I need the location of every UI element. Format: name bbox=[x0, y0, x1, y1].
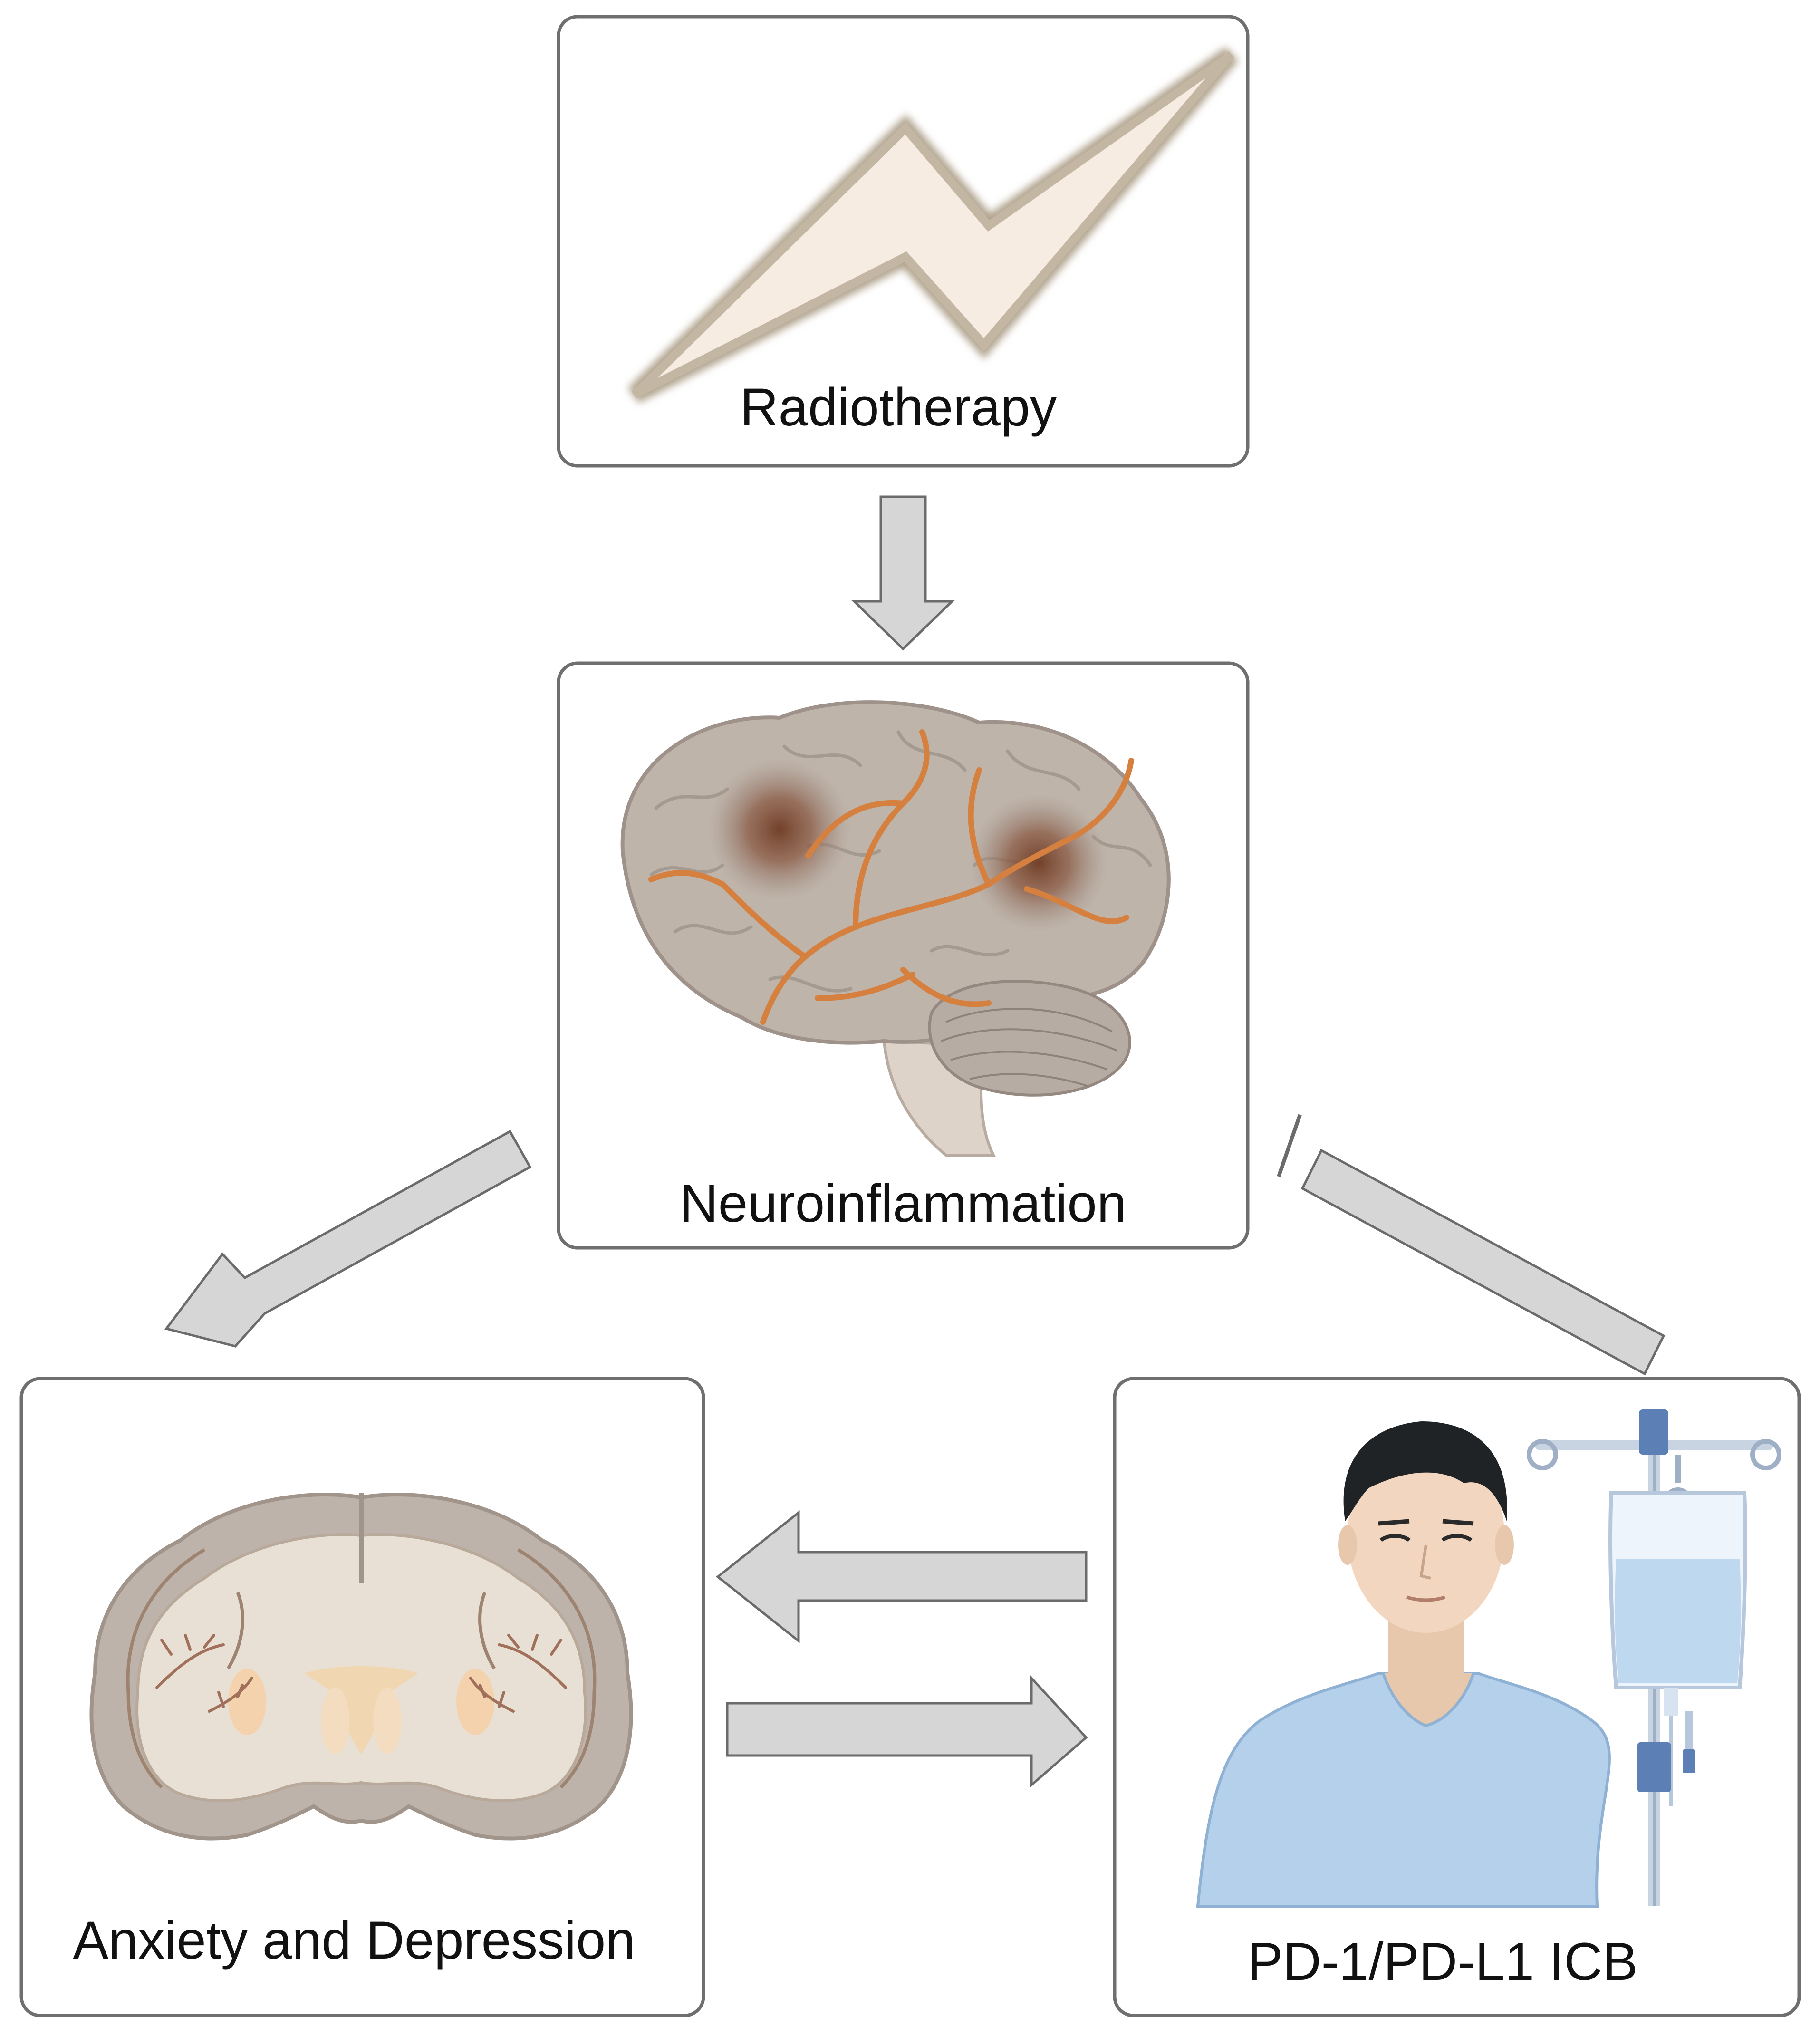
inhibition-icb-to-neuroinflammation bbox=[1300, 1148, 1666, 1376]
brain-icon bbox=[620, 700, 1171, 1157]
neuroinflammation-box: Neuroinflammation bbox=[557, 661, 1250, 1250]
radiotherapy-box: Radiotherapy bbox=[557, 15, 1250, 468]
patient-icon bbox=[1196, 1421, 1611, 1908]
iv-drip-icon bbox=[1527, 1409, 1781, 1906]
arrow-icb-to-anxiety bbox=[715, 1510, 1088, 1644]
neuroinflammation-label: Neuroinflammation bbox=[680, 1174, 1127, 1233]
arrow-radiotherapy-to-neuroinflammation bbox=[851, 495, 955, 651]
anxiety-depression-box: Anxiety and Depression bbox=[19, 1377, 705, 2017]
anxiety-depression-label: Anxiety and Depression bbox=[73, 1911, 636, 1970]
icb-box: PD-1/PD-L1 ICB bbox=[1113, 1377, 1801, 2017]
lightning-icon bbox=[627, 47, 1239, 403]
coronal-brain-icon bbox=[89, 1493, 633, 1841]
radiotherapy-label: Radiotherapy bbox=[740, 377, 1057, 437]
arrow-anxiety-to-icb bbox=[726, 1675, 1088, 1788]
inhibition-bar bbox=[1277, 1114, 1302, 1177]
icb-label: PD-1/PD-L1 ICB bbox=[1247, 1932, 1638, 1991]
arrow-neuroinflammation-to-anxiety bbox=[164, 1129, 532, 1348]
